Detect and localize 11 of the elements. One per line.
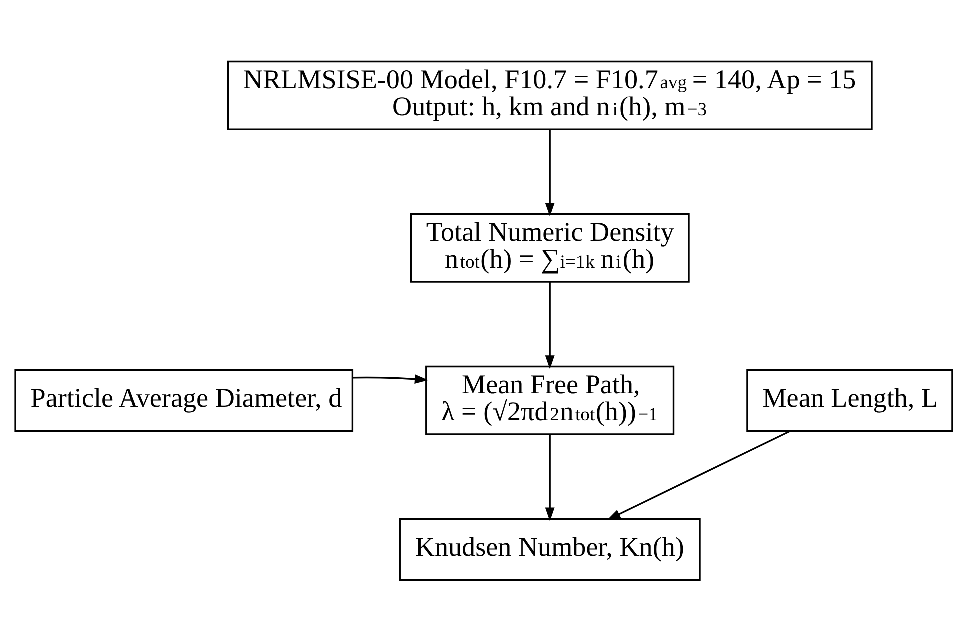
node-box: NRLMSISE-00 Model, F10.7 = F10.7avg = 140, Ap = 15 Output: h, km and ni(h), m−3 (227, 60, 873, 130)
node-box: Knudsen Number, Kn(h) (399, 518, 701, 581)
node-box: Mean Free Path, λ = (√2πd2ntot(h))−1 (426, 365, 675, 435)
node-box: Mean Length, L (746, 368, 954, 432)
arrow (607, 430, 790, 520)
node-box: Particle Average Diameter, d (14, 368, 354, 432)
arrow (352, 374, 429, 384)
arrow (545, 282, 555, 369)
arrow (545, 129, 555, 216)
node-box: Total Numeric Density ntot(h) = ∑i=1k ni(h) (410, 212, 690, 282)
arrow (545, 434, 555, 521)
